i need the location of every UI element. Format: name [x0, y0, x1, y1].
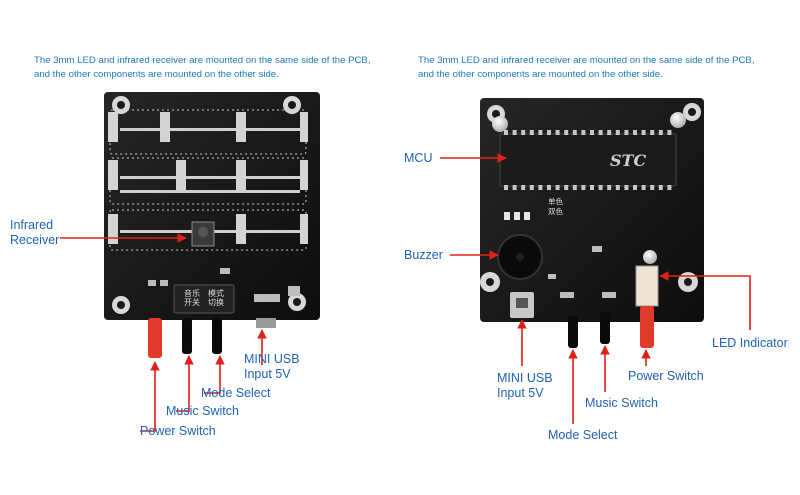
label-infrared-line-1: Infrared: [10, 218, 54, 232]
mcu-pin: [529, 185, 534, 190]
left-silk-music-1: 音乐: [184, 288, 200, 298]
mcu-pin: [555, 185, 560, 190]
ptr-left-power: [140, 361, 160, 432]
mcu-pin: [633, 185, 637, 190]
left-silk-mode-2: 切换: [208, 297, 224, 307]
mcu-pin: [598, 130, 603, 135]
mcu-pin: [598, 185, 603, 190]
mcu-pin: [538, 185, 543, 190]
left-pcb-board: 音乐 开关 模式 切换: [104, 92, 320, 358]
mcu-pin: [590, 185, 594, 190]
label-right-music-switch: Music Switch: [585, 396, 658, 410]
label-right-usb-line-1: MINI USB: [497, 371, 553, 385]
label-buzzer: Buzzer: [404, 248, 443, 262]
left-power-switch: [148, 318, 162, 358]
label-left-music-switch: Music Switch: [166, 404, 239, 418]
mcu-pin: [667, 130, 672, 135]
left-caption-line-1: The 3mm LED and infrared receiver are mo…: [34, 55, 371, 66]
mcu-pin: [624, 130, 629, 135]
left-caption-line-2: and the other components are mounted on …: [34, 69, 279, 80]
left-silk-mode-1: 模式: [208, 288, 224, 298]
label-right-mode-select: Mode Select: [548, 428, 618, 442]
mcu-pin: [581, 185, 586, 190]
label-left-usb-line-2: Input 5V: [244, 367, 291, 381]
label-right-usb-line-2: Input 5V: [497, 386, 544, 400]
right-power-switch: [640, 306, 654, 348]
left-mode-switch: [212, 318, 222, 354]
mcu-pin: [615, 185, 620, 190]
mcu-pin: [624, 185, 629, 190]
right-caption: The 3mm LED and infrared receiver are mo…: [418, 54, 754, 82]
label-mcu: MCU: [404, 151, 433, 165]
mcu-pin: [650, 185, 655, 190]
mcu-pin: [547, 185, 551, 190]
right-caption-line-1: The 3mm LED and infrared receiver are mo…: [418, 55, 755, 66]
mcu-pin: [564, 185, 569, 190]
left-mini-usb: [256, 318, 276, 328]
mcu-chip: STC: [499, 130, 677, 190]
label-led-indicator: LED Indicator: [712, 336, 788, 350]
mcu-pin: [572, 130, 577, 135]
mcu-pin: [581, 130, 586, 135]
mcu-pin: [521, 185, 526, 190]
right-mode-switch: [568, 316, 578, 348]
mcu-pin: [512, 185, 517, 190]
right-pcb-board: STC 单色 双色: [480, 98, 704, 348]
mcu-pin: [521, 130, 526, 135]
mcu-pin: [590, 130, 594, 135]
mcu-pin: [658, 130, 663, 135]
left-music-switch: [182, 318, 192, 354]
mcu-pin: [504, 130, 508, 135]
label-left-power-switch: Power Switch: [140, 424, 216, 438]
ptr-left-mode: [204, 355, 225, 394]
label-left-usb-line-1: MINI USB: [244, 352, 300, 366]
label-left-mode-select: Mode Select: [201, 386, 271, 400]
left-caption: The 3mm LED and infrared receiver are mo…: [34, 54, 370, 82]
mcu-pin: [564, 130, 569, 135]
mcu-pin: [641, 185, 646, 190]
mcu-pin: [650, 130, 655, 135]
mcu-pin: [641, 130, 646, 135]
left-silk-music-2: 开关: [184, 297, 200, 307]
mcu-pin: [512, 130, 517, 135]
right-silk-mono: 单色: [548, 196, 563, 206]
mcu-pin: [607, 130, 612, 135]
mcu-pin: [572, 185, 577, 190]
mcu-pin: [658, 185, 663, 190]
mcu-pin: [555, 130, 560, 135]
mcu-pin: [529, 130, 534, 135]
ptr-led-indicator: [659, 271, 751, 330]
right-silk-dual: 双色: [548, 206, 563, 216]
right-music-switch: [600, 312, 610, 344]
mcu-pin: [615, 130, 620, 135]
mcu-pin: [504, 185, 508, 190]
label-right-power-switch: Power Switch: [628, 369, 704, 383]
mcu-chip-logo: STC: [610, 151, 646, 170]
mcu-pin: [667, 185, 672, 190]
mcu-pin: [538, 130, 543, 135]
mcu-pin: [607, 185, 612, 190]
mcu-pin: [547, 130, 551, 135]
ptr-left-music: [176, 355, 194, 412]
right-caption-line-2: and the other components are mounted on …: [418, 69, 663, 80]
mcu-pin: [633, 130, 637, 135]
label-infrared-line-2: Receiver: [10, 233, 60, 247]
